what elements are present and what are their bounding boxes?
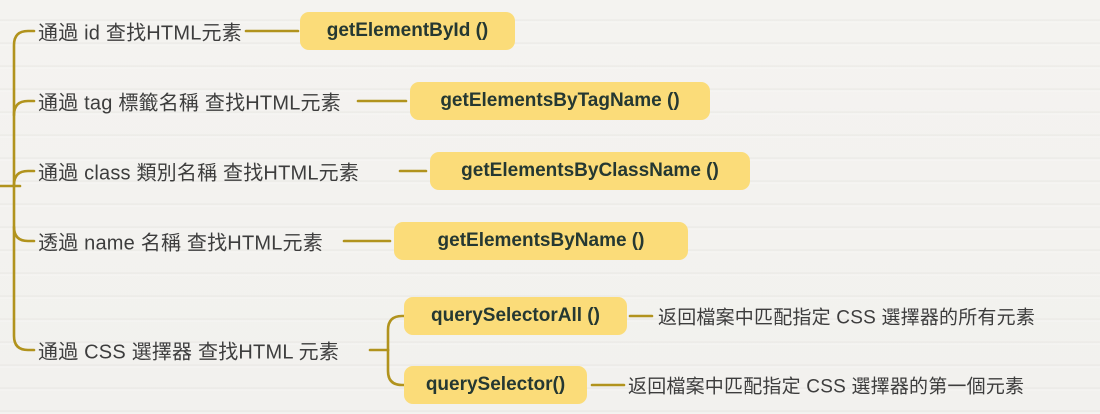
branch-label-name[interactable]: 透過 name 名稱 查找HTML元素	[38, 232, 323, 255]
branch-label-class[interactable]: 通過 class 類別名稱 查找HTML元素	[38, 162, 360, 185]
branch-label-tag[interactable]: 通過 tag 標籤名稱 查找HTML元素	[38, 92, 341, 115]
desc-queryselectorall[interactable]: 返回檔案中匹配指定 CSS 選擇器的所有元素	[658, 307, 1036, 329]
spine-upper	[12, 29, 36, 188]
topic-getelementsbyname[interactable]: getElementsByName ()	[394, 222, 688, 260]
topic-queryselector[interactable]: querySelector()	[404, 366, 587, 404]
branch-row4	[12, 225, 36, 243]
topic-queryselectorall[interactable]: querySelectorAll ()	[404, 297, 627, 335]
split-lower	[386, 348, 406, 387]
topic-getelementbyid[interactable]: getElementById ()	[300, 12, 515, 50]
branch-label-css-selector[interactable]: 通過 CSS 選擇器 查找HTML 元素	[38, 341, 340, 364]
topic-getelementsbytagname[interactable]: getElementsByTagName ()	[410, 82, 710, 120]
branch-label-id[interactable]: 通過 id 查找HTML元素	[38, 22, 242, 45]
desc-queryselector[interactable]: 返回檔案中匹配指定 CSS 選擇器的第一個元素	[628, 376, 1025, 398]
topic-getelementsbyclassname[interactable]: getElementsByClassName ()	[430, 152, 750, 190]
split-upper	[386, 314, 406, 352]
spine-lower	[12, 184, 36, 352]
branch-row2	[12, 99, 36, 117]
branch-row3	[12, 169, 36, 187]
